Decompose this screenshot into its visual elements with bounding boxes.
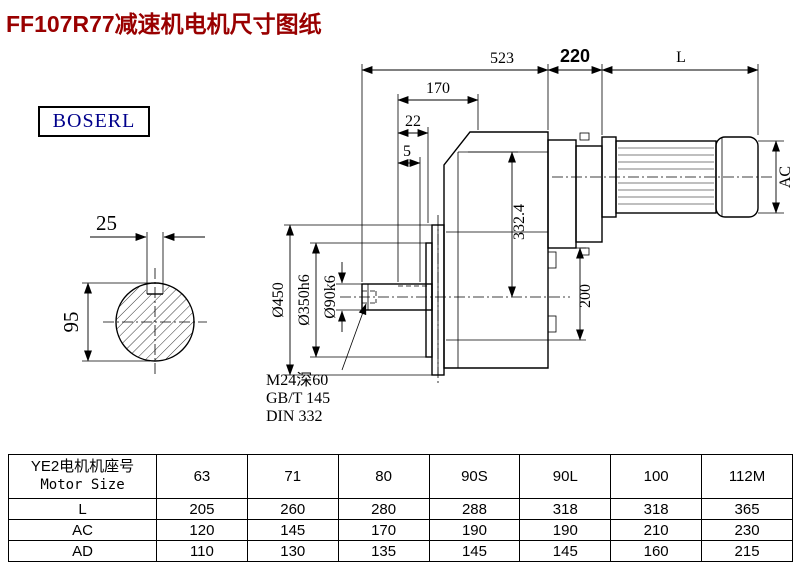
dim-5: 5 [397, 143, 421, 282]
col-80: 80 [337, 454, 430, 499]
note-std1-label: GB/T 145 [266, 390, 330, 407]
dim-shaft-diameter-label: Ø90k6 [322, 275, 339, 319]
row-label-AD: AD [8, 540, 157, 562]
cell-AC-6: 230 [701, 519, 793, 541]
dim-motor-length: L [601, 49, 759, 135]
dim-total-length: 523 [361, 50, 549, 282]
table-header-line1: YE2电机机座号 [30, 458, 135, 476]
dim-shaft-diameter: Ø90k6 [322, 262, 362, 332]
dim-motor-length-label: L [676, 49, 686, 66]
cell-L-0: 205 [156, 498, 248, 520]
col-90s: 90S [428, 454, 521, 499]
dim-key-width: 25 [90, 211, 205, 241]
dim-flange-od: Ø450 [270, 224, 432, 376]
dim-flange-od-label: Ø450 [270, 282, 287, 318]
motor-size-table: YE2电机机座号 Motor Size 63 71 80 90S 90L 100… [8, 454, 793, 562]
dim-170-label: 170 [426, 80, 450, 97]
table-header-row: YE2电机机座号 Motor Size 63 71 80 90S 90L 100… [8, 454, 793, 499]
cell-AD-4: 145 [519, 540, 612, 562]
cell-AD-1: 130 [246, 540, 339, 562]
cell-L-1: 260 [246, 498, 339, 520]
dim-flange-section: 220 [547, 46, 603, 135]
dim-200: 200 [548, 247, 594, 341]
col-63: 63 [156, 454, 248, 499]
table-header-line2: Motor Size [40, 477, 125, 494]
dim-key-height: 95 [59, 282, 150, 362]
dim-motor-diameter: AC [758, 140, 794, 214]
table-row-AD: AD 110 130 135 145 145 160 215 [8, 540, 793, 562]
cell-AD-6: 215 [701, 540, 793, 562]
shaft-tap-notes: M24深60 GB/T 145 DIN 332 [266, 303, 367, 425]
cell-AC-4: 190 [519, 519, 612, 541]
motor-view [547, 132, 775, 256]
shaft-section-view [103, 232, 207, 376]
cell-AC-1: 145 [246, 519, 339, 541]
cell-L-5: 318 [610, 498, 703, 520]
table-header-motor-size: YE2电机机座号 Motor Size [8, 454, 157, 499]
cell-L-6: 365 [701, 498, 793, 520]
brand-logo: BOSERL [38, 106, 150, 137]
cell-L-2: 280 [337, 498, 430, 520]
table-row-L: L 205 260 280 288 318 318 365 [8, 498, 793, 520]
dim-total-length-label: 523 [490, 50, 514, 67]
table-row-AC: AC 120 145 170 190 190 210 230 [8, 519, 793, 541]
cell-AC-2: 170 [337, 519, 430, 541]
row-label-AC: AC [8, 519, 157, 541]
row-label-L: L [8, 498, 157, 520]
cell-AD-0: 110 [156, 540, 248, 562]
col-71: 71 [246, 454, 339, 499]
note-tap-label: M24深60 [266, 371, 328, 389]
dim-5-label: 5 [403, 143, 411, 160]
dim-170: 170 [397, 80, 479, 282]
cell-L-4: 318 [519, 498, 612, 520]
technical-drawing: 25 95 [59, 46, 794, 425]
dim-spigot-label: Ø350h6 [296, 274, 313, 326]
cell-AD-2: 135 [337, 540, 430, 562]
dim-spigot: Ø350h6 [296, 242, 426, 358]
dim-motor-diameter-label: AC [777, 166, 794, 188]
cell-AC-5: 210 [610, 519, 703, 541]
brand-logo-text: BOSERL [52, 110, 136, 132]
page-title: FF107R77减速机电机尺寸图纸 [6, 11, 322, 37]
col-90l: 90L [519, 454, 612, 499]
dim-22-label: 22 [405, 113, 421, 130]
cell-AC-3: 190 [428, 519, 521, 541]
cell-L-3: 288 [428, 498, 521, 520]
dim-key-width-label: 25 [96, 211, 117, 235]
dim-22: 22 [397, 113, 429, 223]
cell-AD-3: 145 [428, 540, 521, 562]
cell-AC-0: 120 [156, 519, 248, 541]
dim-height-332-label: 332.4 [511, 204, 528, 240]
dim-key-height-label: 95 [59, 312, 83, 333]
dim-200-label: 200 [577, 284, 594, 308]
dim-flange-section-label: 220 [560, 46, 590, 66]
col-100: 100 [610, 454, 703, 499]
dim-height-332: 332.4 [468, 151, 528, 298]
gearbox-view [340, 131, 570, 385]
note-std2-label: DIN 332 [266, 408, 322, 425]
cell-AD-5: 160 [610, 540, 703, 562]
col-112m: 112M [701, 454, 793, 499]
